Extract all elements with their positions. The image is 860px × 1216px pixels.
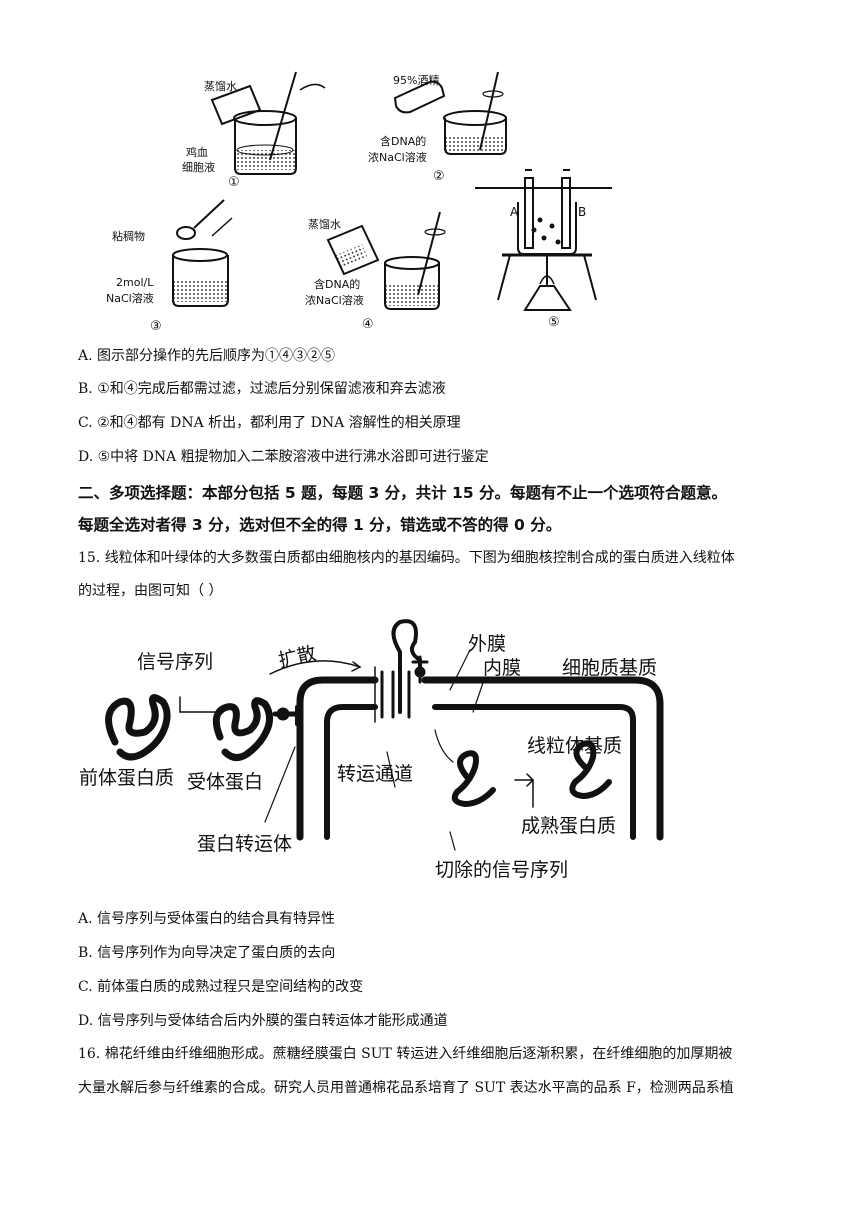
mature-protein-label: 成熟蛋白质 bbox=[521, 815, 616, 837]
transport-channel-label: 转运通道 bbox=[337, 763, 413, 785]
q14-option-d: D. ⑤中将 DNA 粗提物加入二苯胺溶液中进行沸水浴即可进行鉴定 bbox=[78, 449, 489, 465]
q15-option-d: D. 信号序列与受体结合后内外膜的蛋白转运体才能形成通道 bbox=[78, 1013, 448, 1029]
step2-side-label-2: 浓NaCl溶液 bbox=[368, 150, 427, 164]
q14-option-b: B. ①和④完成后都需过滤，过滤后分别保留滤液和弃去滤液 bbox=[78, 381, 446, 397]
step2-number: ② bbox=[433, 169, 445, 184]
mitochondria-import-figure: 信号序列 扩散 外膜 内膜 细胞质基质 前体蛋白质 受体蛋白 转运通道 线粒体基… bbox=[79, 619, 664, 881]
q14-option-a: A. 图示部分操作的先后顺序为①④③②⑤ bbox=[78, 348, 336, 364]
section2-heading-line1: 二、多项选择题：本部分包括 5 题，每题 3 分，共计 15 分。每题有不止一个… bbox=[78, 484, 728, 502]
step1-side-label-2: 细胞液 bbox=[182, 160, 215, 174]
q16-stem-line2: 大量水解后参与纤维素的合成。研究人员用普通棉花品系培育了 SUT 表达水平高的品… bbox=[78, 1080, 734, 1096]
q15-option-c: C. 前体蛋白质的成熟过程只是空间结构的改变 bbox=[78, 979, 364, 995]
mitochondrial-matrix-label: 线粒体基质 bbox=[527, 735, 622, 757]
q15-stem-line2: 的过程，由图可知（ ） bbox=[78, 583, 223, 599]
step3-label-3: NaCl溶液 bbox=[106, 291, 154, 305]
step2-side-label-1: 含DNA的 bbox=[380, 134, 426, 148]
step1-number: ① bbox=[228, 175, 240, 190]
protein-transporter-label: 蛋白转运体 bbox=[197, 833, 292, 855]
q15-stem-line1: 15. 线粒体和叶绿体的大多数蛋白质都由细胞核内的基因编码。下图为细胞核控制合成… bbox=[78, 550, 735, 566]
step1-top-label: 蒸馏水 bbox=[204, 79, 237, 93]
step1-side-label-1: 鸡血 bbox=[186, 145, 208, 159]
signal-sequence-label: 信号序列 bbox=[137, 651, 213, 673]
step4-number: ④ bbox=[362, 317, 374, 332]
q15-option-a: A. 信号序列与受体蛋白的结合具有特异性 bbox=[78, 911, 336, 927]
dna-extraction-figure: 蒸馏水 鸡血 细胞液 ① 95%酒精 含DNA的 浓NaCl溶液 ② 粘稠物 2… bbox=[106, 71, 612, 334]
cytoplasmic-matrix-label: 细胞质基质 bbox=[562, 657, 657, 679]
step3-label-1: 粘稠物 bbox=[112, 229, 145, 243]
q15-option-b: B. 信号序列作为向导决定了蛋白质的去向 bbox=[78, 945, 336, 961]
step3-label-2: 2mol/L bbox=[116, 276, 154, 289]
q16-stem-line1: 16. 棉花纤维由纤维细胞形成。蔗糖经膜蛋白 SUT 转运进入纤维细胞后逐渐积累… bbox=[78, 1046, 733, 1062]
step3-number: ③ bbox=[150, 319, 162, 334]
outer-membrane-label: 外膜 bbox=[468, 633, 506, 655]
step4-side-label-1: 含DNA的 bbox=[314, 277, 360, 291]
step5-number: ⑤ bbox=[548, 315, 560, 330]
receptor-protein-label: 受体蛋白 bbox=[187, 771, 263, 793]
inner-membrane-label: 内膜 bbox=[483, 657, 521, 679]
step2-top-label: 95%酒精 bbox=[393, 74, 439, 87]
tube-a-label: A bbox=[510, 205, 519, 219]
diffusion-label: 扩散 bbox=[276, 642, 318, 671]
cleaved-signal-label: 切除的信号序列 bbox=[435, 859, 568, 881]
section2-heading-line2: 每题全选对者得 3 分，选对但不全的得 1 分，错选或不答的得 0 分。 bbox=[78, 516, 562, 534]
step4-side-label-2: 浓NaCl溶液 bbox=[305, 293, 364, 307]
precursor-protein-label: 前体蛋白质 bbox=[79, 767, 174, 789]
step4-top-label: 蒸馏水 bbox=[308, 217, 341, 231]
tube-b-label: B bbox=[578, 205, 586, 219]
q14-option-c: C. ②和④都有 DNA 析出，都利用了 DNA 溶解性的相关原理 bbox=[78, 415, 461, 431]
